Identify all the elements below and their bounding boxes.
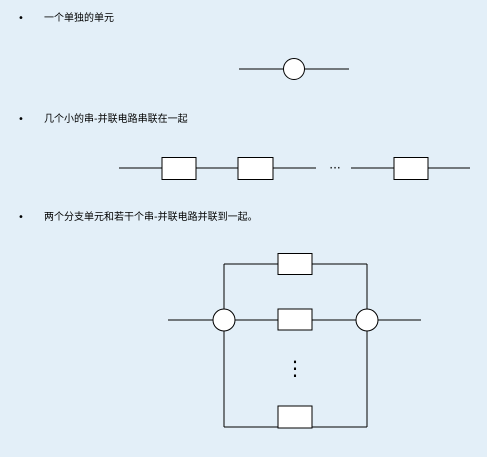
bullet-icon: •	[18, 212, 24, 223]
branch-unit-right	[355, 308, 379, 332]
unit-circle	[283, 58, 305, 80]
vertical-ellipsis: ⋮	[285, 356, 305, 380]
series-block-3	[393, 157, 429, 180]
horizontal-ellipsis: ···	[329, 161, 340, 175]
single-unit-diagram	[239, 58, 349, 80]
bullet-icon: •	[18, 114, 24, 125]
series-chain-diagram: ···	[119, 157, 470, 180]
bullet-icon: •	[18, 13, 24, 24]
branch-unit-left	[212, 308, 236, 332]
parallel-branches-diagram: ⋮	[168, 253, 421, 429]
item-label: 几个小的串-并联电路串联在一起	[44, 114, 188, 125]
item-label: 两个分支单元和若干个串-并联电路并联到一起。	[44, 212, 258, 223]
parallel-block-2	[277, 308, 313, 331]
series-block-2	[237, 157, 274, 180]
parallel-block-1	[277, 253, 313, 275]
series-block-1	[161, 157, 197, 180]
item-label: 一个单独的单元	[44, 13, 114, 24]
parallel-block-3	[277, 405, 313, 429]
